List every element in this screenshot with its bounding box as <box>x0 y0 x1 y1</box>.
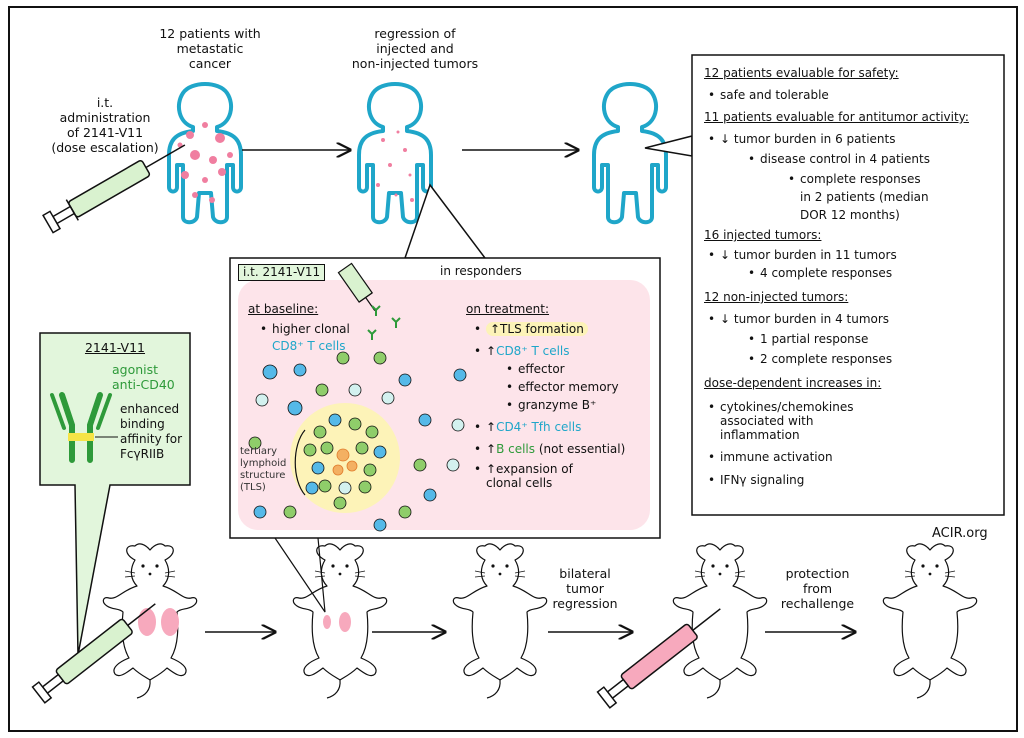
syringe-icon <box>31 603 156 704</box>
dose-item: IFNγ signaling <box>708 473 804 487</box>
admin-label: i.t. administration of 2141-V11 (dose es… <box>51 95 159 155</box>
mouse-icon <box>882 543 978 699</box>
credit: ACIR.org <box>932 526 988 541</box>
tumor-spots <box>177 122 414 203</box>
cd4-row: ↑CD4⁺ Tfh cells <box>474 420 582 434</box>
antibody-icon <box>50 392 112 463</box>
dose-item: immune activation <box>708 450 833 464</box>
noninjected-item: ↓ tumor burden in 4 tumors <box>708 312 889 326</box>
agent-agonist: agonist anti-CD40 <box>112 362 175 392</box>
b-cells-row: ↑B cells (not essential) <box>474 442 626 456</box>
cd8-sub: granzyme B⁺ <box>506 398 596 412</box>
safety-item: safe and tolerable <box>708 88 829 102</box>
b-cells-note: (not essential) <box>538 442 626 456</box>
human-silhouette-icon <box>592 82 668 225</box>
agent-title: 2141-V11 <box>84 340 146 355</box>
syringe-icon <box>42 144 186 234</box>
syringe-icon <box>596 608 721 709</box>
injected-sub: 4 complete responses <box>748 266 892 280</box>
safety-heading: 12 patients evaluable for safety: <box>704 66 899 80</box>
cd8-label: CD8⁺ T cells <box>496 344 570 358</box>
cd8-arrow: ↑ <box>486 344 497 358</box>
mouse-icon <box>672 543 768 699</box>
antitumor-subsub: complete responses in 2 patients (median… <box>788 170 929 224</box>
dose-item: cytokines/chemokines associated with inf… <box>708 400 853 442</box>
cd8-sub: effector memory <box>506 380 619 394</box>
noninjected-sub2: 2 complete responses <box>748 352 892 366</box>
dose-heading: dose-dependent increases in: <box>704 376 882 390</box>
human-silhouette-icon <box>357 82 433 225</box>
injected-item: ↓ tumor burden in 11 tumors <box>708 248 897 262</box>
responders-tag: i.t. 2141-V11 <box>238 264 326 281</box>
antitumor-item: ↓ tumor burden in 6 patients <box>708 132 896 146</box>
protection-label: protection from rechallenge <box>780 566 855 611</box>
antitumor-heading: 11 patients evaluable for antitumor acti… <box>704 110 969 124</box>
noninjected-sub1: 1 partial response <box>748 332 868 346</box>
cd8-row: ↑CD8⁺ T cells <box>474 344 570 358</box>
mouse-icon <box>452 543 548 699</box>
b-cells-label: B cells <box>496 442 536 456</box>
antitumor-sub: disease control in 4 patients <box>748 152 930 166</box>
baseline-item-a: higher clonal <box>260 322 350 336</box>
responders-title: in responders <box>440 264 522 278</box>
injected-heading: 16 injected tumors: <box>704 228 822 242</box>
agent-binding: enhanced binding affinity for FcγRIIB <box>120 402 183 461</box>
cd4-label: CD4⁺ Tfh cells <box>496 420 582 434</box>
expansion: ↑expansion of clonal cells <box>474 462 573 490</box>
baseline-heading: at baseline: <box>248 302 319 316</box>
baseline-item-b: CD8⁺ T cells <box>272 339 346 353</box>
cd8-sub: effector <box>506 362 565 376</box>
cd4-arrow: ↑ <box>486 420 497 434</box>
tls-formation: ↑TLS formation <box>474 322 588 336</box>
patients-label: 12 patients with metastatic cancer <box>159 26 261 71</box>
b-arrow: ↑ <box>486 442 497 456</box>
immune-cells <box>248 351 467 532</box>
bilateral-label: bilateral tumor regression <box>552 566 618 611</box>
summary-box: 12 patients evaluable for safety: safe a… <box>700 62 1000 512</box>
regression-label: regression of injected and non-injected … <box>351 26 479 71</box>
tls-label: tertiary lymphoid structure (TLS) <box>240 446 287 493</box>
treatment-heading: on treatment: <box>466 302 550 316</box>
noninjected-heading: 12 non-injected tumors: <box>704 290 849 304</box>
